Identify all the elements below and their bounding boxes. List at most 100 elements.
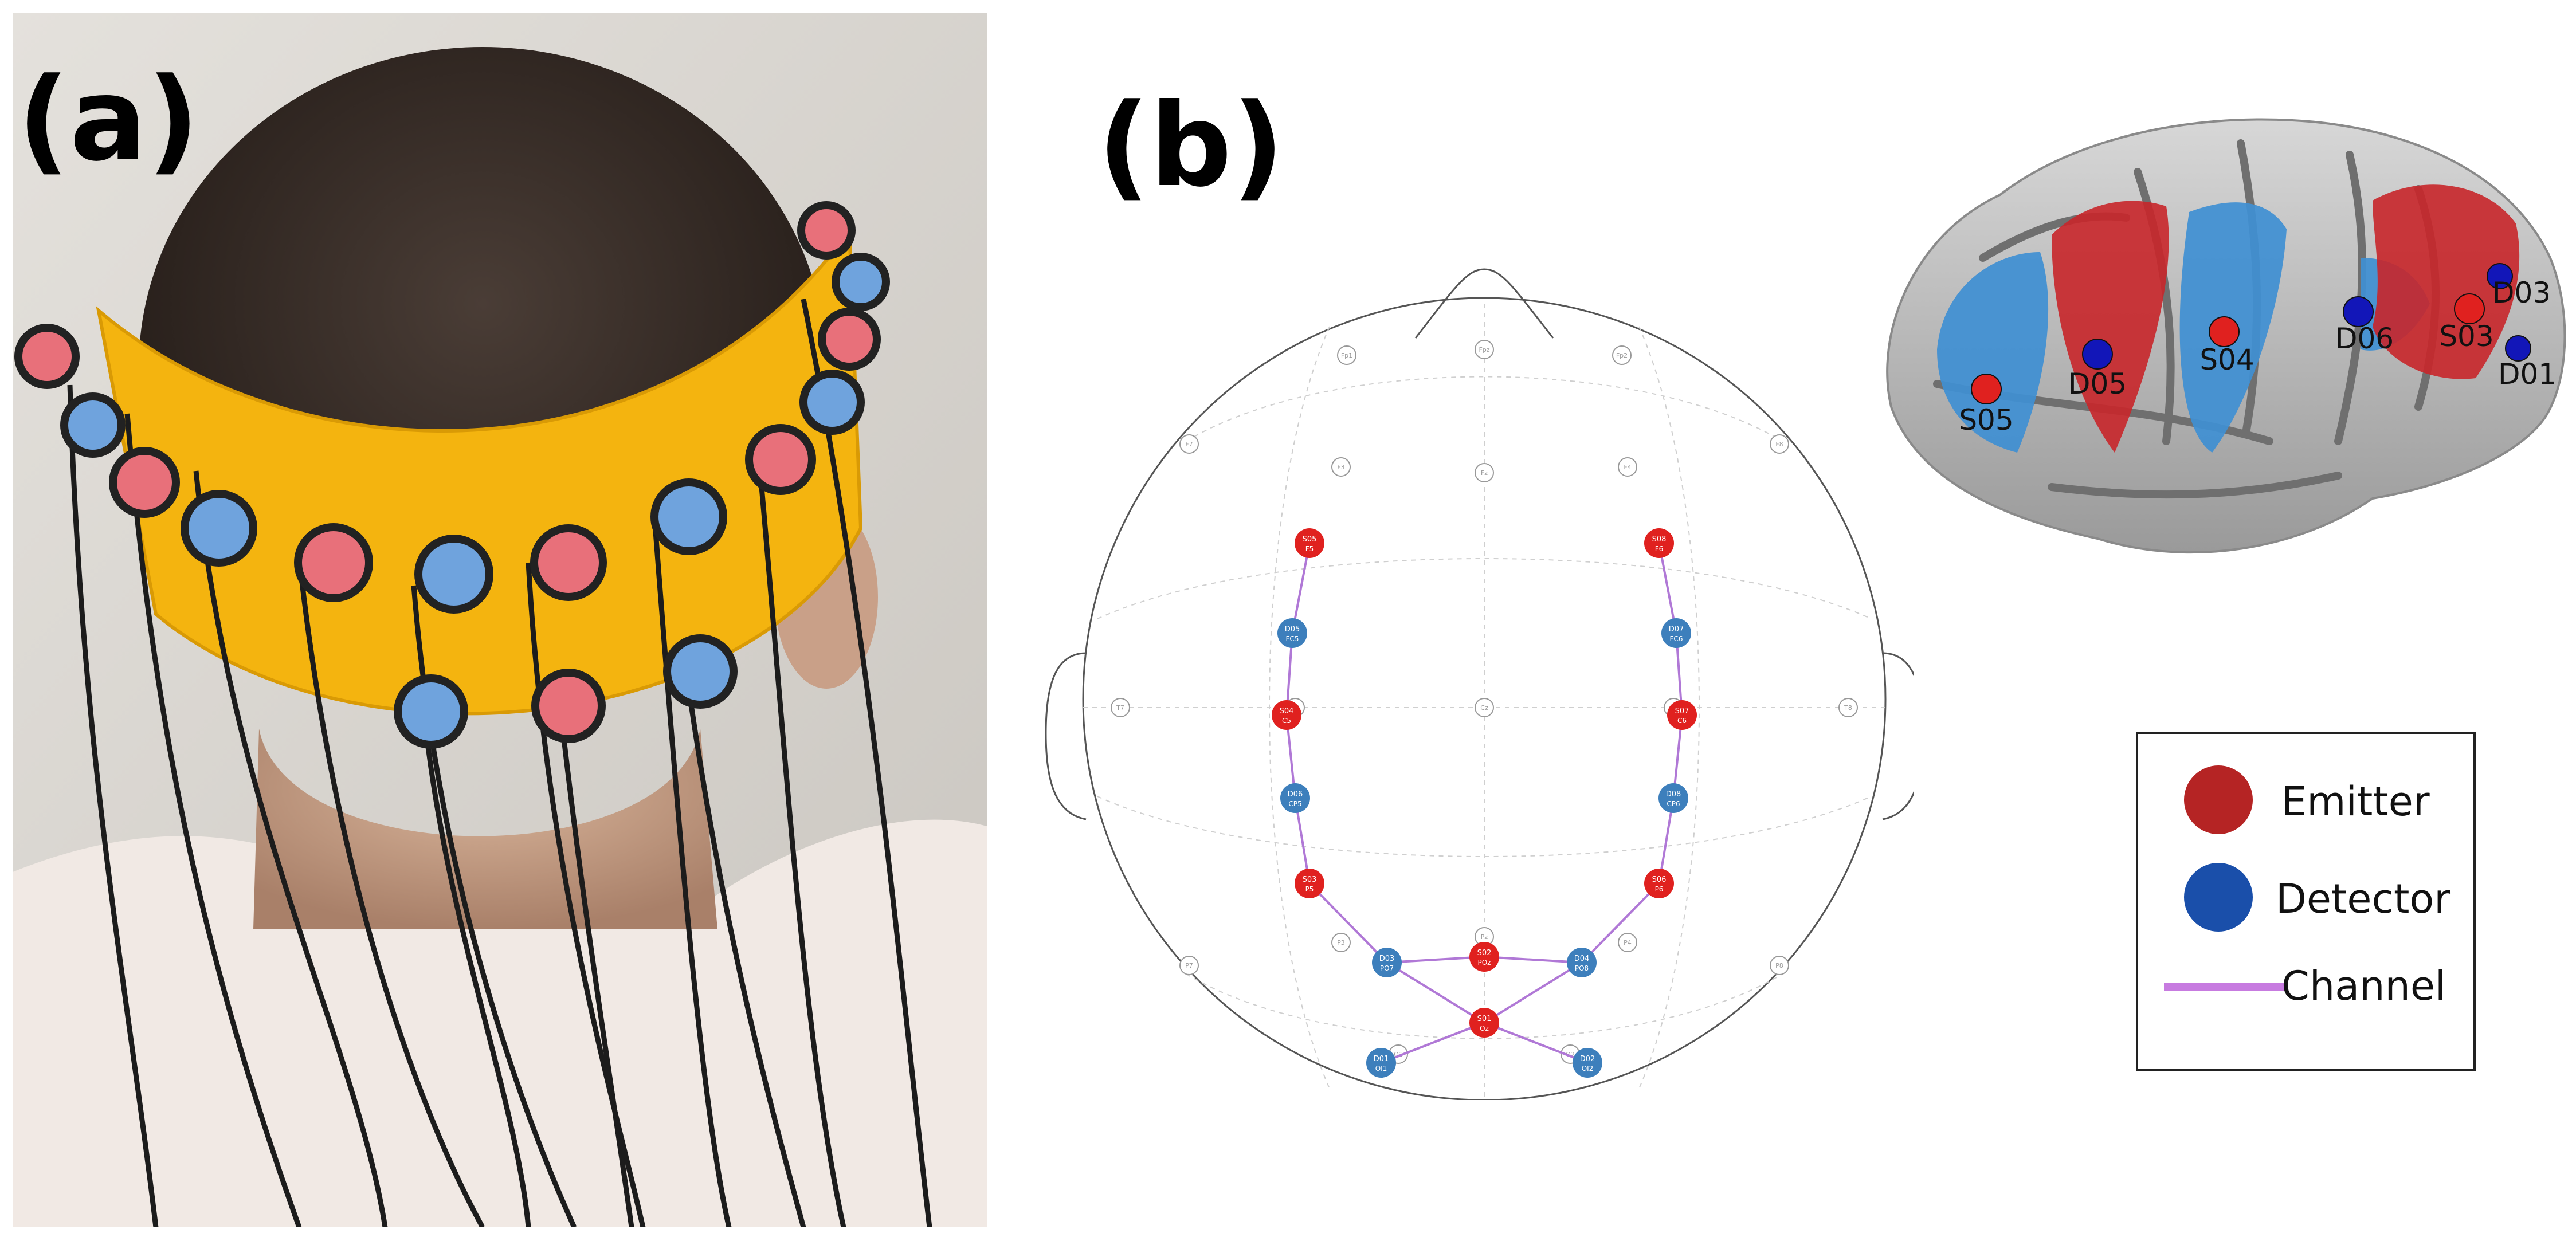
legend-label-emitter: Emitter: [2281, 778, 2430, 825]
detector-marker: [1661, 618, 1691, 648]
optode-id: D01: [1374, 1055, 1389, 1063]
optode-blue: [832, 253, 890, 311]
detector-marker: [1573, 1048, 1602, 1078]
reference-point: P7: [1179, 956, 1199, 975]
optode-red: [818, 308, 881, 371]
reference-point-marker: [1337, 345, 1356, 365]
optode-red: [530, 524, 607, 601]
reference-point-label: F3: [1337, 464, 1344, 471]
brain-optode-d01: D01: [2498, 335, 2557, 391]
reference-point-label: F4: [1624, 464, 1631, 471]
legend: Emitter Detector Channel: [2136, 732, 2476, 1071]
optode-id: S07: [1675, 707, 1689, 716]
optode-red: [531, 669, 606, 743]
reference-point: T7: [1111, 698, 1130, 717]
optode-site: OI2: [1582, 1065, 1594, 1073]
optode-id: S08: [1652, 535, 1667, 544]
photo-panel: [13, 13, 987, 1227]
emitter-marker: [1295, 528, 1324, 558]
optode-site: F6: [1655, 545, 1664, 553]
emitter-marker: [2209, 316, 2240, 347]
reference-point: Fp2: [1612, 345, 1632, 365]
reference-point-marker: [1612, 345, 1632, 365]
reference-point: T8: [1838, 698, 1858, 717]
reference-point-marker: [1838, 698, 1858, 717]
reference-point: P3: [1331, 933, 1351, 952]
reference-point-marker: [1618, 457, 1637, 477]
optode-blue: [60, 392, 126, 458]
optode-site: PO8: [1575, 964, 1589, 972]
reference-point-label: Cz: [1480, 704, 1488, 712]
cap-photo-illustration: [13, 13, 987, 1227]
reference-point-label: Fp1: [1341, 352, 1352, 359]
optode-blue: [799, 370, 865, 435]
brain-optode-s04: S04: [2199, 316, 2255, 376]
panel-label-a: (a): [17, 53, 199, 187]
reference-point-label: P8: [1775, 962, 1783, 969]
optode-site: Oz: [1480, 1024, 1489, 1032]
reference-point-marker: [1770, 434, 1789, 454]
activation-red: [2052, 184, 2520, 453]
optode-id: D03: [1379, 955, 1395, 963]
reference-point-label: P7: [1185, 962, 1193, 969]
head-outline: [1045, 268, 1914, 1100]
brain-optode-s05: S05: [1959, 374, 2014, 437]
optode-id: D02: [1580, 1055, 1595, 1063]
emitter-marker: [1469, 942, 1499, 972]
reference-point-label: Pz: [1481, 933, 1488, 941]
legend-row-emitter: Emitter: [2138, 765, 2473, 851]
optode-site: POz: [1478, 959, 1491, 967]
emitter-marker: [1295, 869, 1324, 898]
optode-id: D04: [1574, 955, 1590, 963]
detector-marker: [1366, 1048, 1396, 1078]
reference-point-marker: [1475, 340, 1494, 359]
reference-point-label: F7: [1185, 441, 1193, 448]
reference-point: Fp1: [1337, 345, 1356, 365]
detector-marker: [2505, 335, 2531, 362]
optode-site: PO7: [1380, 964, 1394, 972]
reference-point: F4: [1618, 457, 1637, 477]
channel-S02-D04: [1484, 956, 1582, 964]
reference-point-marker: [1770, 956, 1789, 975]
optode-site: P5: [1305, 885, 1314, 893]
emitter-swatch: [2184, 765, 2253, 834]
emitter-marker: [1644, 528, 1674, 558]
reference-point-marker: [1179, 956, 1199, 975]
optode-red: [294, 523, 373, 602]
optode-id: D05: [1285, 625, 1300, 634]
emitter-marker: [1469, 1008, 1499, 1038]
detector-swatch: [2184, 863, 2253, 932]
optode-site: CP5: [1288, 800, 1301, 808]
optode-blue: [414, 535, 493, 614]
channel-S01-D02: [1484, 1022, 1588, 1064]
optode-site: CP6: [1667, 800, 1680, 808]
detector-marker: [1372, 948, 1402, 977]
reference-point: Fpz: [1475, 340, 1494, 359]
reference-point-label: F8: [1775, 441, 1783, 448]
detector-marker: [2082, 339, 2113, 370]
emitter-marker: [1272, 700, 1301, 730]
brain-optode-d03: D03: [2487, 263, 2551, 309]
panel-label-b: (b): [1097, 79, 1284, 213]
reference-point-label: P3: [1337, 939, 1345, 946]
optode-site: OI1: [1375, 1065, 1387, 1073]
optode-site: F5: [1305, 545, 1314, 553]
optode-id: S04: [1280, 707, 1294, 716]
channel-S05-D05: [1291, 543, 1311, 634]
brain-optode-label: D06: [2335, 322, 2394, 355]
optode-red: [14, 324, 80, 389]
optode-site: C5: [1282, 717, 1291, 725]
optode-site: C6: [1677, 717, 1687, 725]
head-circle: [1082, 297, 1887, 1100]
reference-point-marker: [1331, 457, 1351, 477]
reference-point: P8: [1770, 956, 1789, 975]
channel-D03-S02: [1386, 956, 1485, 964]
reference-point-label: Fz: [1481, 469, 1488, 477]
